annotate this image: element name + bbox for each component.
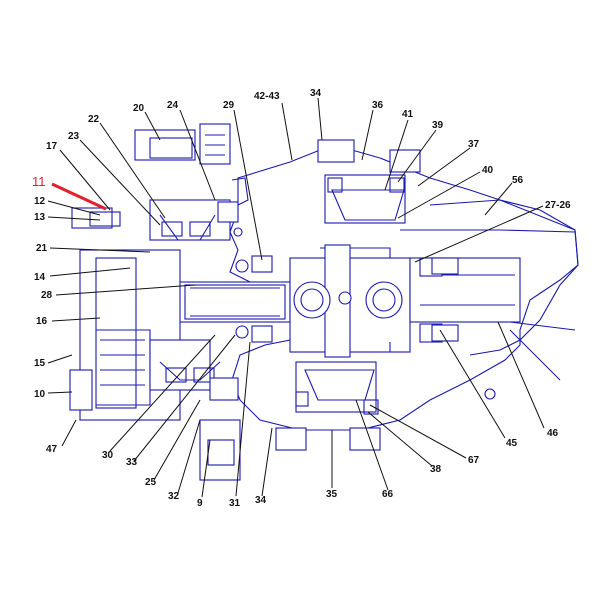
label-12: 12 <box>34 196 46 207</box>
label-42-43: 42-43 <box>254 91 280 102</box>
label-21: 21 <box>36 243 48 254</box>
label-29: 29 <box>223 100 235 111</box>
label-16: 16 <box>36 316 48 327</box>
label-40: 40 <box>482 165 494 176</box>
label-17: 17 <box>46 141 58 152</box>
label-10: 10 <box>34 389 46 400</box>
label-30: 30 <box>102 450 114 461</box>
label-33: 33 <box>126 457 138 468</box>
label-56: 56 <box>512 175 524 186</box>
label-27-26: 27-26 <box>545 200 571 211</box>
label-14: 14 <box>34 272 46 283</box>
label-13: 13 <box>34 212 46 223</box>
final-drive-drawing <box>69 123 579 481</box>
label-38: 38 <box>430 464 442 475</box>
label-66: 66 <box>382 489 394 500</box>
label-41: 41 <box>402 109 414 120</box>
leader-lines <box>47 97 545 498</box>
highlight-arrow <box>51 182 107 211</box>
label-67: 67 <box>468 455 480 466</box>
label-35: 35 <box>326 489 338 500</box>
highlighted-part-label: 11 <box>32 174 46 189</box>
label-39: 39 <box>432 120 444 131</box>
label-31: 31 <box>229 498 241 509</box>
label-15: 15 <box>34 358 46 369</box>
label-34-top: 34 <box>310 88 322 99</box>
label-9: 9 <box>197 498 203 509</box>
label-23: 23 <box>68 131 80 142</box>
label-24: 24 <box>167 100 179 111</box>
label-34-bottom: 34 <box>255 495 267 506</box>
label-28: 28 <box>41 290 53 301</box>
label-20: 20 <box>133 103 145 114</box>
label-47: 47 <box>46 444 58 455</box>
label-46: 46 <box>547 428 559 439</box>
label-45: 45 <box>506 438 518 449</box>
part-labels: 11 20 24 29 42-43 34 36 41 39 37 40 56 2… <box>32 88 571 509</box>
label-37: 37 <box>468 139 480 150</box>
label-22: 22 <box>88 114 100 125</box>
label-25: 25 <box>145 477 157 488</box>
label-36: 36 <box>372 100 384 111</box>
label-32: 32 <box>168 491 180 502</box>
